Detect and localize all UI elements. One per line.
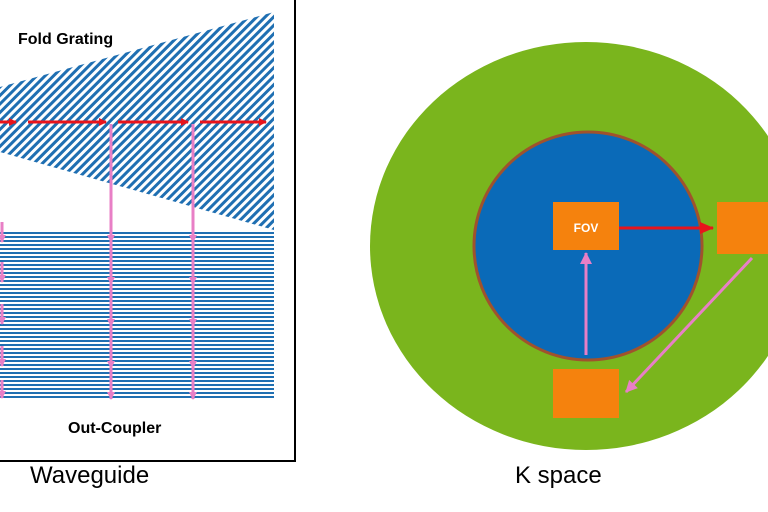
out-coupler-label-area: [0, 400, 274, 455]
kspace-outcoupler-vector-arrow: [624, 256, 754, 394]
out-coupler-region: [0, 230, 274, 400]
kspace-box-right: [717, 202, 768, 254]
waveguide-panel: Fold Grating Out-Coupler: [0, 0, 296, 462]
kspace-caption: K space: [515, 462, 602, 489]
extraction-lines: [0, 124, 197, 400]
out-coupler-label: Out-Coupler: [68, 420, 161, 437]
kspace-box-bottom: [553, 369, 619, 418]
fold-grating-label: Fold Grating: [18, 31, 113, 48]
kspace-panel: FOV: [370, 42, 768, 450]
fov-box: [553, 202, 619, 250]
waveguide-caption: Waveguide: [30, 462, 150, 489]
fov-label: FOV: [574, 221, 599, 235]
